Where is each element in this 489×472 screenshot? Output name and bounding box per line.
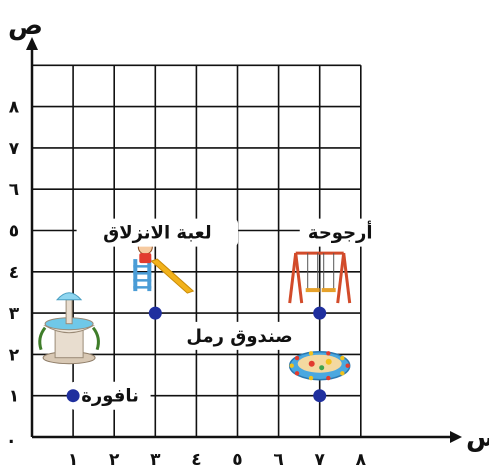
data-point bbox=[313, 307, 326, 320]
place-label: نافورة bbox=[70, 382, 151, 410]
y-tick-label: ٢ bbox=[9, 345, 20, 365]
place-label: صندوق رمل bbox=[182, 322, 298, 350]
x-tick-label: ٢ bbox=[109, 450, 120, 470]
grid bbox=[32, 65, 361, 437]
y-axis-label: ص bbox=[8, 11, 43, 41]
point-label: لعبة الانزلاق bbox=[103, 223, 211, 244]
point-label: صندوق رمل bbox=[186, 326, 292, 347]
data-point bbox=[67, 389, 80, 402]
x-tick-label: ١ bbox=[68, 450, 78, 470]
y-tick-label: ٥ bbox=[9, 222, 19, 242]
x-tick-label: ٨ bbox=[356, 450, 367, 470]
tick-labels: ١ ٢ ٣ ٤ ٥ ٦ ٧ ٨ ١ ٢ ٣ ٤ ٥ ٦ ٧ ٨ bbox=[9, 98, 367, 470]
x-tick-label: ٦ bbox=[273, 450, 283, 470]
x-tick-label: ٥ bbox=[232, 450, 242, 470]
point-label: نافورة bbox=[81, 386, 139, 407]
sandbox-icon bbox=[290, 351, 350, 380]
y-tick-label: ٨ bbox=[9, 98, 20, 118]
x-tick-label: ٤ bbox=[191, 450, 201, 470]
place-label: أرجوحة bbox=[300, 219, 381, 247]
y-tick-label: ٤ bbox=[9, 263, 19, 283]
data-point bbox=[313, 389, 326, 402]
point-label: أرجوحة bbox=[308, 221, 373, 244]
y-tick-label: ٧ bbox=[9, 139, 20, 159]
data-point bbox=[149, 307, 162, 320]
place-icons bbox=[40, 240, 350, 380]
place-labels: نافورة لعبة الانزلاق صندوق رمل أرجوحة bbox=[70, 219, 381, 410]
fountain-icon bbox=[40, 293, 99, 364]
x-tick-label: ٣ bbox=[150, 450, 161, 470]
x-axis-arrow bbox=[450, 431, 462, 443]
x-tick-label: ٧ bbox=[315, 450, 326, 470]
y-tick-label: ٦ bbox=[9, 180, 19, 200]
place-label: لعبة الانزلاق bbox=[77, 219, 239, 247]
slide-icon bbox=[133, 240, 193, 293]
y-tick-label: ٣ bbox=[9, 304, 20, 324]
y-tick-label: ١ bbox=[9, 387, 19, 407]
origin-label: . bbox=[8, 428, 14, 448]
x-axis-label: س bbox=[466, 423, 489, 453]
